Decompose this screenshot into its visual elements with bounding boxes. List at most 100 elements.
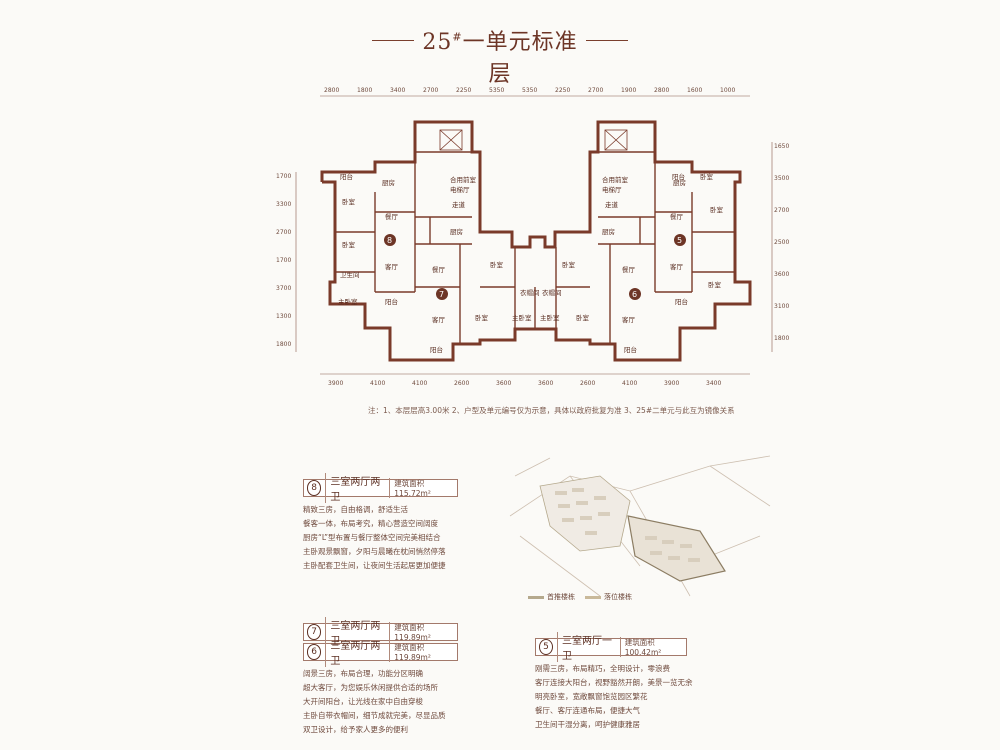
room-label: 餐厅: [385, 212, 399, 221]
dimension-label: 5350: [489, 87, 504, 94]
room-label: 餐厅: [432, 265, 446, 274]
unit-area: 建筑面积119.89m²: [389, 622, 457, 642]
unit-card-7-6: 7 三室两厅两卫 建筑面积119.89m² 6 三室两厅两卫 建筑面积119.8…: [303, 617, 458, 737]
unit-features: 精致三房，自由格调，舒适生活 餐客一体，布局考究，精心营造空间阔度 厨房“L”型…: [303, 503, 458, 573]
dimension-label: 2600: [580, 380, 595, 387]
room-label: 卧室: [700, 172, 714, 181]
dimension-label: 1300: [276, 313, 291, 320]
room-label: 衣帽间: [520, 288, 540, 297]
feature-line: 主卧观景飘窗，夕阳与晨曦在枕间悄然停落: [303, 547, 446, 556]
site-zone-featured: [627, 515, 726, 582]
dimension-label: 2250: [456, 87, 471, 94]
title-number: 25: [422, 30, 453, 55]
room-label: 主卧室: [338, 297, 358, 306]
feature-line: 双卫设计，给予家人更多的便利: [303, 725, 408, 734]
room-label: 主卧室: [540, 313, 560, 322]
room-label: 厨房: [450, 227, 463, 236]
feature-line: 阔景三房，布局合理，功能分区明确: [303, 669, 423, 678]
room-label: 厨房: [673, 178, 686, 187]
feature-line: 精致三房，自由格调，舒适生活: [303, 505, 408, 514]
dimension-label: 1800: [774, 335, 789, 342]
title-text: 一单元标准层: [462, 30, 578, 87]
unit-tag: 7 三室两厅两卫 建筑面积119.89m²: [303, 617, 458, 647]
room-label: 合用前室: [450, 175, 477, 184]
dimension-label: 3400: [706, 380, 721, 387]
room-label: 餐厅: [670, 212, 684, 221]
dimension-label: 3300: [276, 201, 291, 208]
dimension-label: 2800: [654, 87, 669, 94]
dimension-label: 1700: [276, 257, 291, 264]
room-label: 厨房: [382, 178, 395, 187]
unit-number: 8: [307, 480, 322, 496]
dimension-label: 3600: [496, 380, 511, 387]
room-label: 阳台: [385, 297, 398, 306]
dimension-label: 3600: [774, 271, 789, 278]
unit-type: 三室两厅两卫: [325, 637, 389, 667]
dimension-label: 1600: [687, 87, 702, 94]
buildings: [555, 488, 700, 562]
unit-type: 三室两厅两卫: [325, 473, 389, 503]
unit-card-5: 5 三室两厅一卫 建筑面积100.42m² 刚需三房，布局精巧，全明设计，零浪费…: [535, 632, 693, 732]
dimension-label: 2700: [588, 87, 603, 94]
legend-swatch: [528, 595, 544, 599]
feature-line: 超大客厅，为您娱乐休闲提供合适的场所: [303, 683, 438, 692]
dimension-label: 4100: [370, 380, 385, 387]
dimension-label: 2600: [454, 380, 469, 387]
unit-area: 建筑面积115.72m²: [389, 478, 457, 498]
room-label: 厨房: [602, 227, 615, 236]
unit-tag: 6 三室两厅两卫 建筑面积119.89m²: [303, 637, 458, 667]
feature-line: 明亮卧室，宽敞飘窗饱览园区繁花: [535, 692, 648, 701]
room-labels: 阳台 厨房 卧室 餐厅 卧室 卫生间 客厅 主卧室 阳台 合用前室 电梯厅 走道…: [338, 172, 724, 354]
room-label: 卫生间: [340, 270, 360, 279]
inner-walls: [335, 151, 735, 344]
room-label: 卧室: [710, 205, 724, 214]
legend-swatch: [585, 595, 601, 599]
unit-card-8: 8 三室两厅两卫 建筑面积115.72m² 精致三房，自由格调，舒适生活 餐客一…: [303, 473, 458, 573]
unit-features: 阔景三房，布局合理，功能分区明确 超大客厅，为您娱乐休闲提供合适的场所 大开间阳…: [303, 667, 458, 737]
room-label: 阳台: [675, 297, 688, 306]
dimension-label: 1800: [357, 87, 372, 94]
room-label: 卧室: [708, 280, 722, 289]
title-rule-right: [586, 40, 628, 41]
dimension-label: 2500: [774, 239, 789, 246]
legend-label: 首推楼栋: [547, 593, 575, 601]
room-label: 客厅: [385, 262, 399, 271]
room-label: 走道: [605, 200, 619, 209]
room-label: 衣帽间: [542, 288, 562, 297]
map-legend: 首推楼栋 落位楼栋: [528, 592, 632, 602]
feature-line: 客厅连接大阳台，视野豁然开朗，美景一览无余: [535, 678, 693, 687]
dimension-label: 2250: [555, 87, 570, 94]
dimension-label: 5350: [522, 87, 537, 94]
dimension-label: 3600: [538, 380, 553, 387]
unit-tag: 5 三室两厅一卫 建筑面积100.42m²: [535, 632, 687, 662]
site-plan-map: [509, 455, 771, 597]
dimension-label: 2700: [774, 207, 789, 214]
room-label: 主卧室: [512, 313, 532, 322]
feature-line: 厨房“L”型布置与餐厅整体空间完美相结合: [303, 533, 441, 542]
unit-markers: 8 7 6 5: [384, 234, 686, 300]
feature-line: 餐客一体，布局考究，精心营造空间阔度: [303, 519, 438, 528]
unit-marker-5: 5: [677, 236, 682, 245]
unit-type: 三室两厅两卫: [325, 617, 389, 647]
room-label: 客厅: [622, 315, 636, 324]
unit-number: 5: [539, 639, 554, 655]
dimension-label: 2700: [276, 229, 291, 236]
room-label: 客厅: [432, 315, 446, 324]
feature-line: 卫生间干湿分离，呵护健康雅居: [535, 720, 640, 729]
feature-line: 刚需三房，布局精巧，全明设计，零浪费: [535, 664, 670, 673]
dimension-label: 1800: [276, 341, 291, 348]
room-label: 电梯厅: [450, 185, 470, 194]
dimension-label: 2800: [324, 87, 339, 94]
dimension-label: 1650: [774, 143, 789, 150]
room-label: 卧室: [342, 197, 356, 206]
floor-note: 注：1、本层层高3.00米 2、户型及单元编号仅为示意，具体以政府批复为准 3、…: [368, 406, 735, 415]
room-label: 卧室: [475, 313, 489, 322]
room-label: 餐厅: [622, 265, 636, 274]
title-rule-left: [372, 40, 414, 41]
unit-number: 6: [307, 644, 322, 660]
dimension-label: 3500: [774, 175, 789, 182]
dimension-label: 3400: [390, 87, 405, 94]
